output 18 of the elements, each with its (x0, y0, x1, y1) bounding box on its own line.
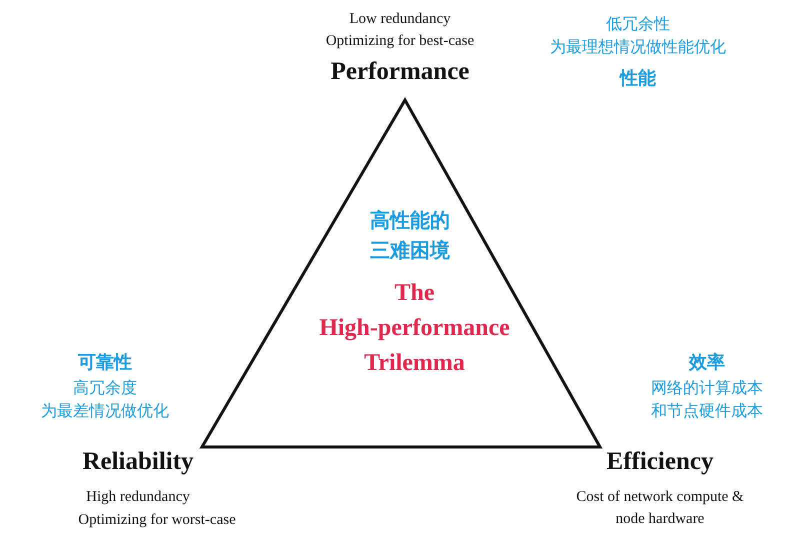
vertex-label: 效率 (689, 351, 725, 375)
vertex-label: Efficiency (606, 447, 714, 477)
annotation: Cost of network compute & node hardware (575, 488, 745, 529)
annotation: Optimizing for worst-case (78, 511, 236, 530)
annotation: High redundancy (86, 488, 190, 507)
annotation: 为最差情况做优化 (41, 400, 169, 422)
annotation: 高冗余度 (73, 377, 137, 399)
vertex-label: Reliability (82, 447, 194, 477)
annotation: 为最理想情况做性能优化 (550, 36, 726, 58)
annotation: 低冗余性 (606, 13, 670, 35)
triangle-label: The High-performance Trilemma (318, 279, 511, 378)
triangle-label: 高性能的三难困境 (369, 207, 451, 264)
vertex-label: Performance (330, 57, 470, 87)
vertex-label: 可靠性 (78, 351, 132, 375)
annotation: 网络的计算成本和节点硬件成本 (650, 377, 764, 422)
vertex-label: 性能 (620, 67, 656, 91)
annotation: Low redundancy (349, 10, 451, 29)
annotation: Optimizing for best-case (326, 32, 474, 51)
